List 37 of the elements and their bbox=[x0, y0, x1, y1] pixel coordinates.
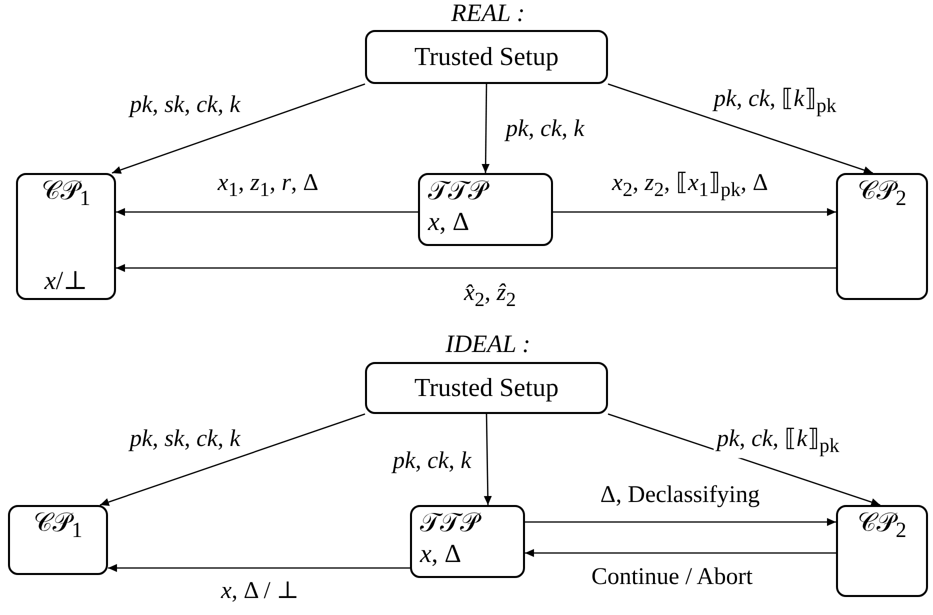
edge-label: pk, sk, ck, k bbox=[126, 92, 244, 120]
arrow bbox=[100, 413, 366, 506]
arrow bbox=[525, 549, 836, 557]
edge-label: pk, ck, k bbox=[390, 448, 474, 476]
rounded-box bbox=[16, 173, 116, 300]
node-title: Trusted Setup bbox=[414, 42, 559, 72]
rounded-box bbox=[365, 30, 608, 84]
arrow bbox=[116, 264, 836, 272]
rounded-box bbox=[365, 362, 608, 414]
node-title: 𝒞𝒫$_{1}$ bbox=[42, 177, 90, 212]
node-title: 𝒯𝒯𝒫 bbox=[428, 177, 487, 206]
node-title: Trusted Setup bbox=[414, 374, 559, 402]
node-title: 𝒯𝒯𝒫 bbox=[420, 509, 479, 538]
node-title: 𝒞𝒫$_{2}$ bbox=[858, 177, 906, 212]
arrow bbox=[482, 84, 490, 173]
arrow bbox=[116, 208, 418, 216]
edge-label: pk, ck, ⟦k⟧$_{pk}$ bbox=[714, 426, 842, 458]
arrow bbox=[608, 83, 873, 174]
rounded-box bbox=[836, 505, 928, 597]
rounded-box bbox=[836, 173, 928, 300]
arrow bbox=[553, 208, 836, 216]
arrow bbox=[112, 83, 366, 174]
node-title: 𝒞𝒫$_{1}$ bbox=[34, 509, 82, 544]
rounded-box bbox=[8, 505, 108, 575]
arrow bbox=[525, 518, 836, 526]
arrow bbox=[484, 414, 492, 506]
edge-label: pk, ck, k bbox=[502, 116, 588, 144]
node-value: x/⊥ bbox=[44, 267, 88, 296]
edge-label: pk, sk, ck, k bbox=[126, 426, 244, 454]
edge-label: pk, ck, ⟦k⟧$_{pk}$ bbox=[710, 86, 840, 118]
node-value: x, Δ bbox=[428, 208, 470, 236]
arrow bbox=[108, 564, 410, 572]
rounded-box bbox=[410, 505, 525, 578]
arrow bbox=[608, 413, 880, 506]
node-value: x, Δ bbox=[420, 540, 462, 568]
node-title: 𝒞𝒫$_{2}$ bbox=[858, 509, 906, 544]
rounded-box bbox=[418, 173, 553, 246]
